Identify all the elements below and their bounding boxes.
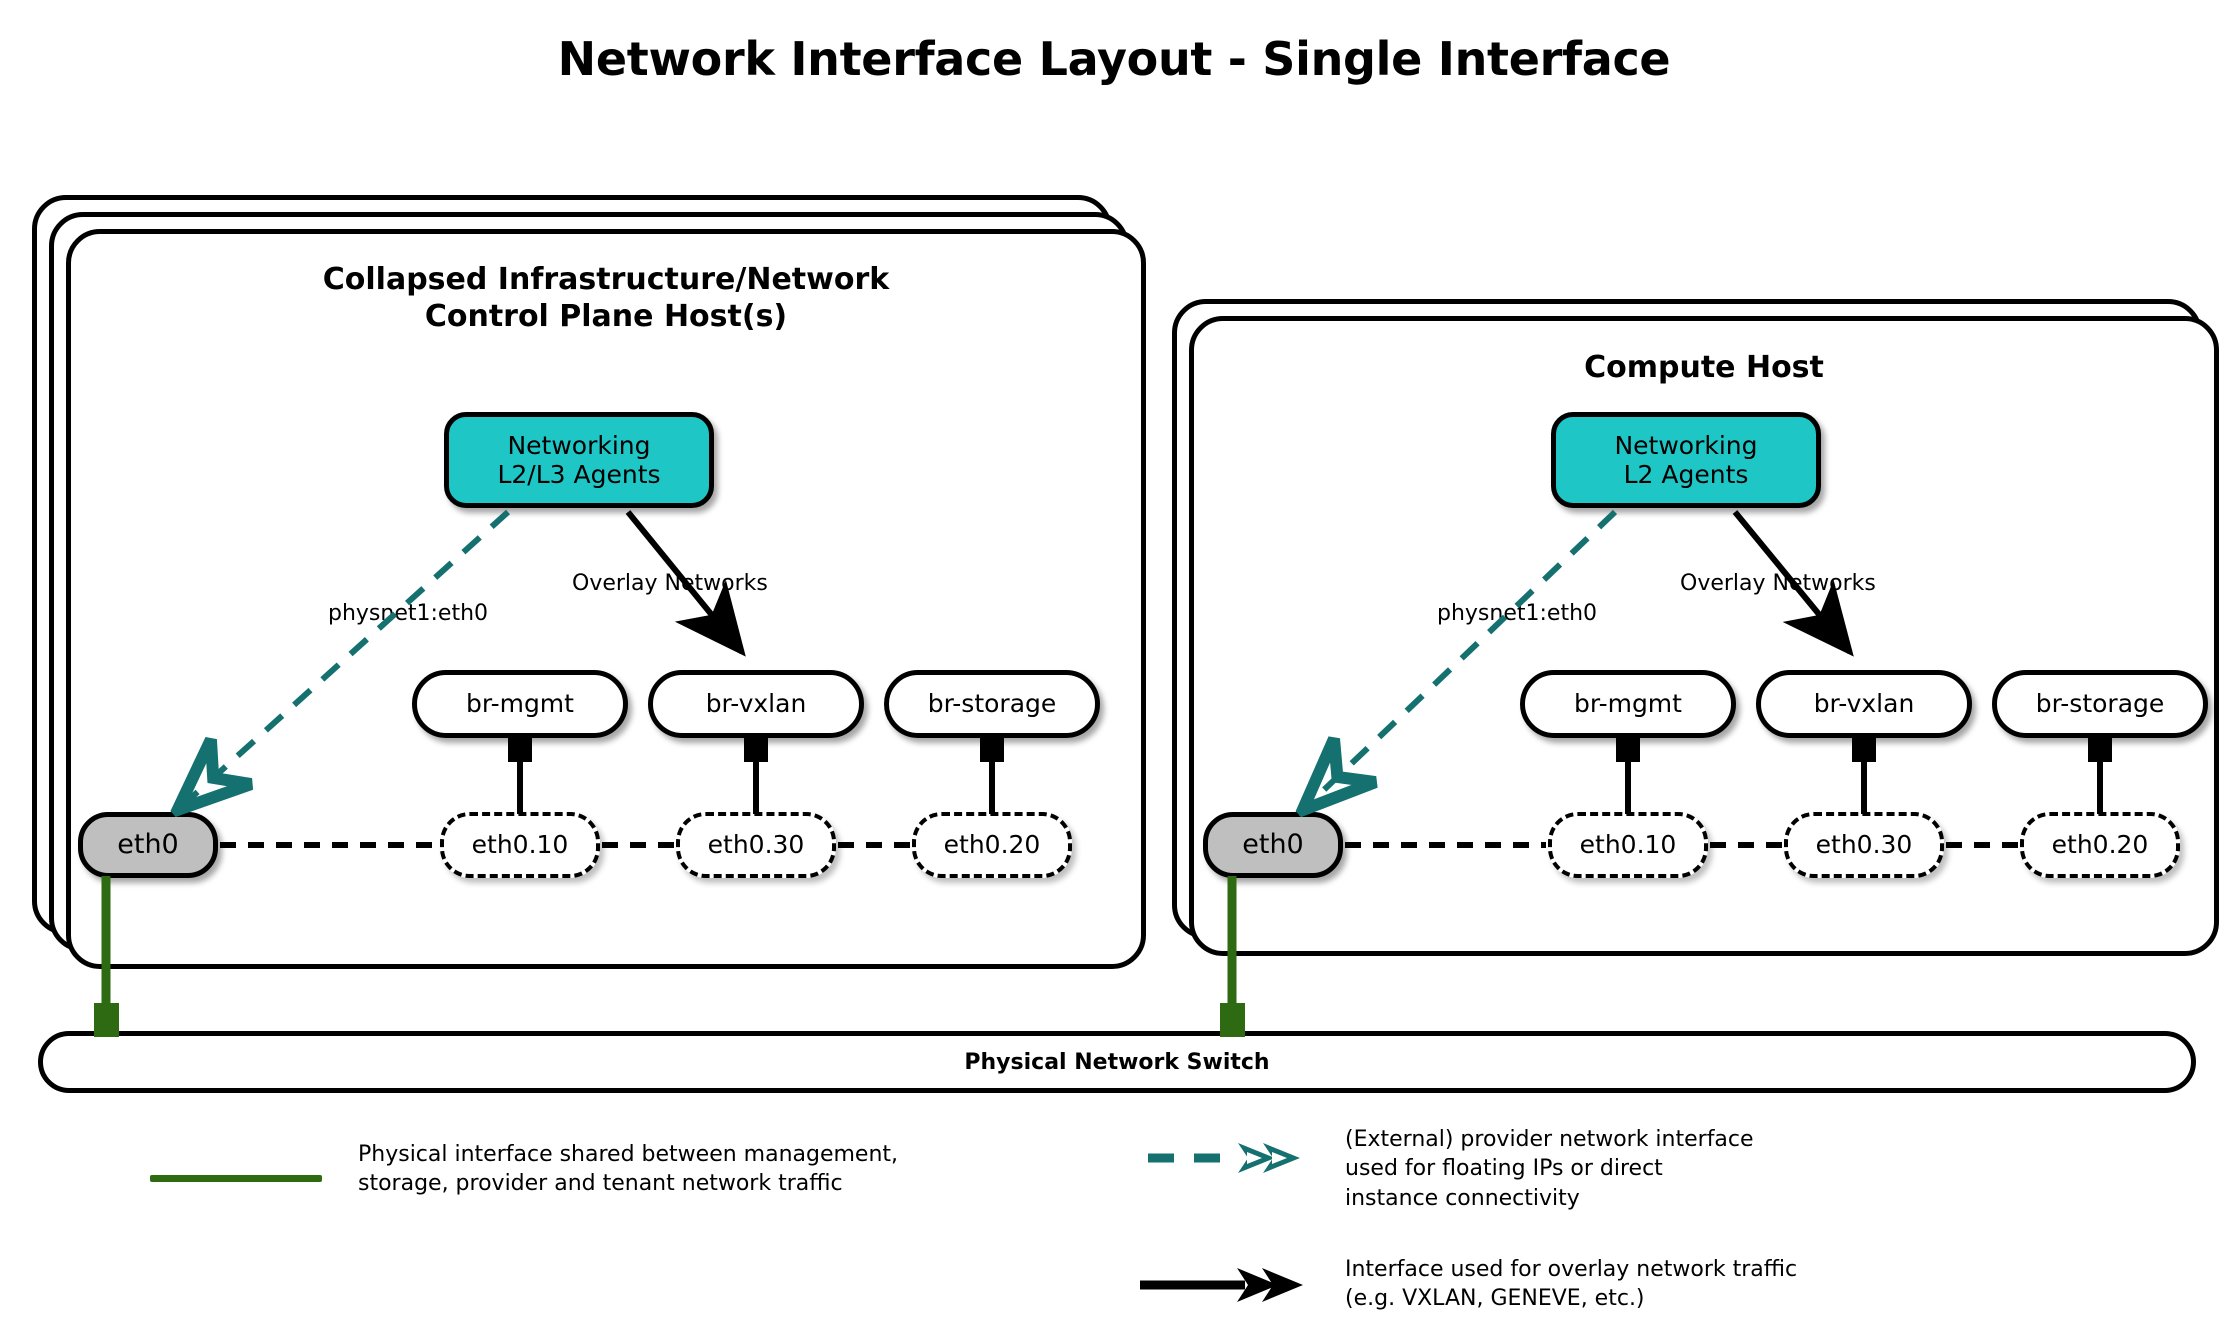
compute-bridge-br-storage[interactable]: br-storage: [1992, 670, 2208, 738]
bridge-label: br-vxlan: [1813, 689, 1915, 719]
control-plane-host-title-line1: Collapsed Infrastructure/Network: [322, 262, 890, 297]
compute-vlan-eth0-30[interactable]: eth0.30: [1784, 812, 1944, 878]
compute-networking-agents-node[interactable]: Networking L2 Agents: [1551, 412, 1821, 508]
compute-overlay-label: Overlay Networks: [1680, 571, 1876, 596]
physical-network-switch-label: Physical Network Switch: [964, 1049, 1270, 1075]
legend-overlay-text: Interface used for overlay network traff…: [1345, 1257, 1798, 1312]
compute-vlan-eth0-10[interactable]: eth0.10: [1548, 812, 1708, 878]
legend-provider-text: (External) provider network interface us…: [1345, 1127, 1754, 1211]
agent-label-line1: Networking: [507, 430, 651, 460]
vlan-label: eth0.20: [943, 830, 1041, 860]
control-plane-bridge-br-mgmt[interactable]: br-mgmt: [412, 670, 628, 738]
bridge-label: br-storage: [2035, 689, 2165, 719]
legend-overlay-marker: [1140, 1268, 1303, 1302]
control-plane-host-title-line2: Control Plane Host(s): [424, 298, 788, 334]
vlan-label: eth0.10: [1579, 830, 1677, 860]
physical-interface-label: eth0: [117, 829, 179, 861]
compute-physical-interface-eth0[interactable]: eth0: [1203, 812, 1343, 878]
vlan-label: eth0.20: [2051, 830, 2149, 860]
bridge-label: br-mgmt: [1574, 689, 1682, 719]
compute-vlan-eth0-20[interactable]: eth0.20: [2020, 812, 2180, 878]
legend-physical-line-marker: [150, 1175, 322, 1182]
control-plane-host-title: Collapsed Infrastructure/Network Control…: [66, 262, 1146, 335]
compute-host-title-line1: Compute Host: [1584, 350, 1824, 385]
control-plane-physical-interface-eth0[interactable]: eth0: [78, 812, 218, 878]
control-plane-networking-agents-node[interactable]: Networking L2/L3 Agents: [444, 412, 714, 508]
page-title: Network Interface Layout - Single Interf…: [557, 32, 1671, 86]
bridge-label: br-vxlan: [705, 689, 807, 719]
control-plane-bridge-br-storage[interactable]: br-storage: [884, 670, 1100, 738]
control-plane-overlay-label: Overlay Networks: [572, 571, 768, 596]
vlan-label: eth0.30: [1815, 830, 1913, 860]
control-plane-provider-label: physnet1:eth0: [328, 601, 489, 626]
legend-provider-marker: [1148, 1143, 1300, 1173]
compute-host-title: Compute Host: [1189, 350, 2219, 387]
control-plane-bridge-br-vxlan[interactable]: br-vxlan: [648, 670, 864, 738]
physical-interface-label: eth0: [1242, 829, 1304, 861]
compute-bridge-br-vxlan[interactable]: br-vxlan: [1756, 670, 1972, 738]
bridge-label: br-mgmt: [466, 689, 574, 719]
compute-bridge-br-mgmt[interactable]: br-mgmt: [1520, 670, 1736, 738]
vlan-label: eth0.30: [707, 830, 805, 860]
physical-network-switch[interactable]: Physical Network Switch: [38, 1031, 2196, 1093]
legend-physical-text: Physical interface shared between manage…: [358, 1142, 899, 1197]
vlan-label: eth0.10: [471, 830, 569, 860]
agent-label-line1: Networking: [1614, 430, 1758, 460]
control-plane-vlan-eth0-10[interactable]: eth0.10: [440, 812, 600, 878]
bridge-label: br-storage: [927, 689, 1057, 719]
agent-label-line2: L2 Agents: [1623, 460, 1749, 489]
control-plane-vlan-eth0-30[interactable]: eth0.30: [676, 812, 836, 878]
control-plane-vlan-eth0-20[interactable]: eth0.20: [912, 812, 1072, 878]
agent-label-line2: L2/L3 Agents: [497, 460, 661, 489]
compute-provider-label: physnet1:eth0: [1437, 601, 1598, 626]
